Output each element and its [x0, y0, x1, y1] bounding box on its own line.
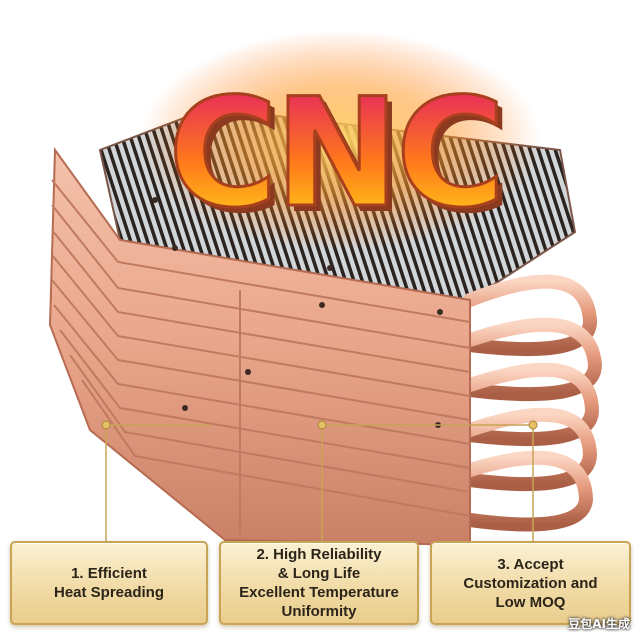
feature-panel-3: 3. Accept Customization and Low MOQ [430, 541, 631, 625]
callout-lines [105, 424, 534, 541]
feature-label-3: 3. Accept Customization and Low MOQ [463, 555, 598, 611]
feature-panel-2: 2. High Reliability & Long Life Excellen… [219, 541, 419, 625]
headline-glow [140, 30, 540, 250]
callout-dots [101, 420, 538, 430]
ai-watermark: 豆包AI生成 [568, 617, 630, 631]
headline-cnc: CNC [168, 67, 502, 241]
copper-base [48, 147, 471, 547]
headline-shadow: CNC [174, 73, 508, 247]
feature-label-1: 1. Efficient Heat Spreading [53, 565, 165, 601]
feature-label-2: 2. High Reliability & Long Life Excellen… [239, 546, 399, 620]
feature-panel-1: 1. Efficient Heat Spreading [10, 541, 208, 625]
heat-pipes [463, 274, 603, 532]
